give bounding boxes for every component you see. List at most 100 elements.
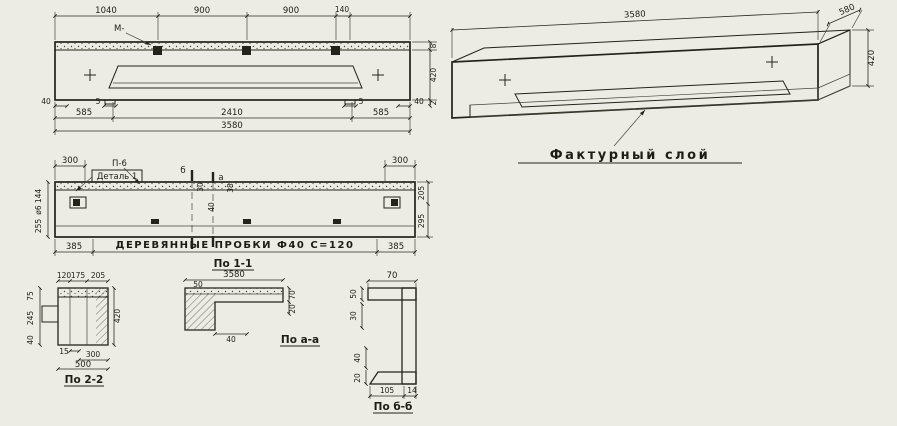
concrete-hatch xyxy=(96,288,108,345)
dim-label: 585 xyxy=(76,108,92,118)
callout-leader xyxy=(613,109,646,147)
leader-line xyxy=(125,32,152,46)
dim-label: 585 xyxy=(373,108,389,118)
dimension-lines xyxy=(46,164,430,254)
web xyxy=(401,287,417,385)
dim-label: 40 xyxy=(353,353,362,363)
dim-label: 295 xyxy=(417,214,426,229)
dim-label: 5 xyxy=(359,97,364,106)
facture-layer-label: Фактурный слой xyxy=(550,148,710,163)
front-elevation-view: 1040 900 900 140 М- 40 5 5 40 585 2410 5… xyxy=(41,5,438,135)
dim-label: 14 xyxy=(407,386,417,395)
panel-front-face xyxy=(451,43,819,119)
dim-label: 30 xyxy=(349,311,358,321)
lifting-anchor-mark xyxy=(84,69,96,81)
dim-label: 40 xyxy=(226,335,236,344)
dim-label: 420 xyxy=(429,68,438,83)
dim-label: 144 xyxy=(34,189,43,204)
section-caption: По б-б xyxy=(374,401,413,413)
dim-label: 1040 xyxy=(95,6,117,16)
dim-label: 3580 xyxy=(624,9,646,20)
panel-side-face xyxy=(817,29,851,101)
wood-plug-mark xyxy=(333,219,341,224)
wood-plug-mark xyxy=(243,219,251,224)
textured-layer-hatch xyxy=(58,288,108,297)
section-b-b-view: 70 50 30 40 20 105 14 По б-б xyxy=(349,271,418,414)
dim-label: 255 xyxy=(34,219,43,234)
lifting-anchor-mark xyxy=(372,69,384,81)
dim-label: 15 xyxy=(59,347,69,356)
leader-line xyxy=(123,167,141,185)
end-slot-core xyxy=(73,199,80,206)
side-tab xyxy=(41,305,59,323)
bearing-pad xyxy=(344,99,356,105)
mark-label: М- xyxy=(114,24,124,34)
section-letter: а xyxy=(218,173,223,183)
dimension-lines xyxy=(38,279,116,371)
plan-view: б а 30 40 38 300 300 П-6 xyxy=(34,156,433,256)
dim-label: 205 xyxy=(417,186,426,201)
dim-label: 175 xyxy=(71,271,86,280)
dim-label: 5 xyxy=(96,97,101,106)
dim-label: 70 xyxy=(387,271,398,281)
wood-plug-mark xyxy=(151,219,159,224)
dim-label: 40 xyxy=(414,97,424,106)
detail-callout-box xyxy=(91,169,143,183)
section-caption: По 1-1 xyxy=(214,258,253,270)
extension-lines xyxy=(54,160,433,256)
bearing-pad xyxy=(104,99,116,105)
section-caption: По 2-2 xyxy=(65,374,104,386)
dim-label: 3580 xyxy=(221,121,243,131)
end-slot xyxy=(69,196,87,209)
dim-label: 385 xyxy=(66,242,82,252)
dim-label: 20 xyxy=(353,373,362,383)
recess-outline xyxy=(108,65,363,89)
dim-label: 300 xyxy=(86,350,101,359)
embed-mark xyxy=(331,46,340,55)
leader-line xyxy=(75,176,93,192)
extension-lines xyxy=(451,9,874,87)
dimension-lines xyxy=(360,279,418,398)
dim-label: 420 xyxy=(113,309,122,324)
textured-layer-hatch xyxy=(55,42,410,50)
recess-outline xyxy=(514,80,791,108)
bottom-flange xyxy=(368,371,417,385)
top-flange xyxy=(367,287,417,301)
dim-label: 900 xyxy=(194,6,210,16)
wood-plugs-note: ДЕРЕВЯННЫЕ ПРОБКИ Ф40 С=120 xyxy=(116,240,355,251)
dim-label: 2410 xyxy=(221,108,243,118)
embed-mark xyxy=(153,46,162,55)
dim-label: 385 xyxy=(388,242,404,252)
section-letter: б xyxy=(180,166,185,176)
section-1-1-view: По 1-1 3580 50 70 20 40 По а-а xyxy=(183,258,320,347)
dim-label: 300 xyxy=(392,156,408,166)
textured-layer-hatch xyxy=(55,182,415,190)
textured-layer-strip xyxy=(469,87,819,118)
section-2-2-view: 120 175 205 75 245 40 420 15 300 500 По … xyxy=(26,271,122,387)
dim-label: ø6 xyxy=(34,205,43,215)
concrete-hatch xyxy=(185,294,215,330)
detail-label: Деталь 1 xyxy=(97,172,138,182)
dim-label: 50 xyxy=(193,280,203,289)
dim-label: 500 xyxy=(75,360,91,370)
dim-label: 50 xyxy=(349,289,358,299)
piece-label: П-6 xyxy=(112,159,127,169)
dimension-lines xyxy=(450,7,870,88)
lifting-anchor-mark xyxy=(499,74,511,86)
dim-label: 205 xyxy=(91,271,106,280)
panel-outline xyxy=(54,41,411,101)
embed-mark xyxy=(242,46,251,55)
dim-label: 2 xyxy=(429,100,438,105)
section-caption: По а-а xyxy=(281,334,319,346)
dimension-lines xyxy=(53,14,432,133)
dim-label: 420 xyxy=(867,50,877,66)
dim-label: 40 xyxy=(207,202,216,212)
dim-label: 120 xyxy=(57,271,72,280)
dim-label: 105 xyxy=(380,386,395,395)
end-slot-core xyxy=(391,199,398,206)
dim-label: 3580 xyxy=(223,270,245,280)
dim-label: 70 xyxy=(288,290,297,300)
dim-label: 75 xyxy=(26,291,35,301)
